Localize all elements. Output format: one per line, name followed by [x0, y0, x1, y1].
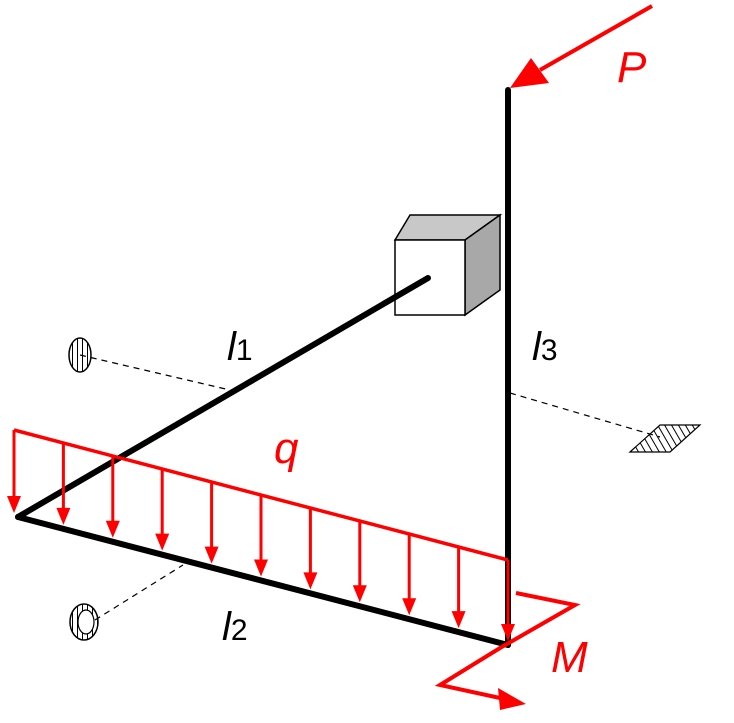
load-label: q [274, 424, 299, 473]
member-l1-subscript: 1 [236, 334, 253, 367]
rigid-block [393, 213, 503, 317]
load-arrow-head [105, 520, 120, 538]
load-arrow-head [352, 585, 367, 603]
beam-l2 [15, 514, 511, 648]
member-l3-symbol: l [532, 325, 542, 369]
load-arrow-head [402, 598, 417, 616]
load-arrow-head [303, 572, 318, 590]
member-l2-subscript: 2 [231, 614, 248, 647]
load-arrow-head [501, 624, 515, 641]
load-arrow-head [451, 611, 466, 629]
load-arrow-head [254, 559, 268, 577]
force-label: P [617, 43, 647, 92]
load-arrow-head [204, 546, 219, 564]
load-arrow-head [7, 496, 21, 513]
section-leader-l3 [509, 392, 661, 438]
hollow-circle-section [69, 603, 99, 641]
moment-arrow-m [434, 591, 581, 710]
member-l3-label: l3 [532, 325, 558, 369]
member-l1-label: l1 [227, 325, 253, 369]
member-l3-subscript: 3 [541, 334, 558, 367]
load-arrow-head [155, 533, 170, 551]
force-arrow-p [510, 4, 653, 88]
beam-l1 [15, 275, 431, 520]
member-l2-symbol: l [222, 605, 232, 649]
load-arrow-head [56, 507, 71, 525]
member-l2-label: l2 [222, 605, 248, 649]
section-leader-l2 [94, 564, 184, 621]
section-leader-l1 [79, 354, 231, 391]
member-l1-symbol: l [227, 325, 237, 369]
moment-label: M [551, 633, 588, 682]
solid-circle-section [68, 337, 92, 373]
thin-plate-section [628, 424, 702, 453]
distributed-load [7, 428, 515, 641]
